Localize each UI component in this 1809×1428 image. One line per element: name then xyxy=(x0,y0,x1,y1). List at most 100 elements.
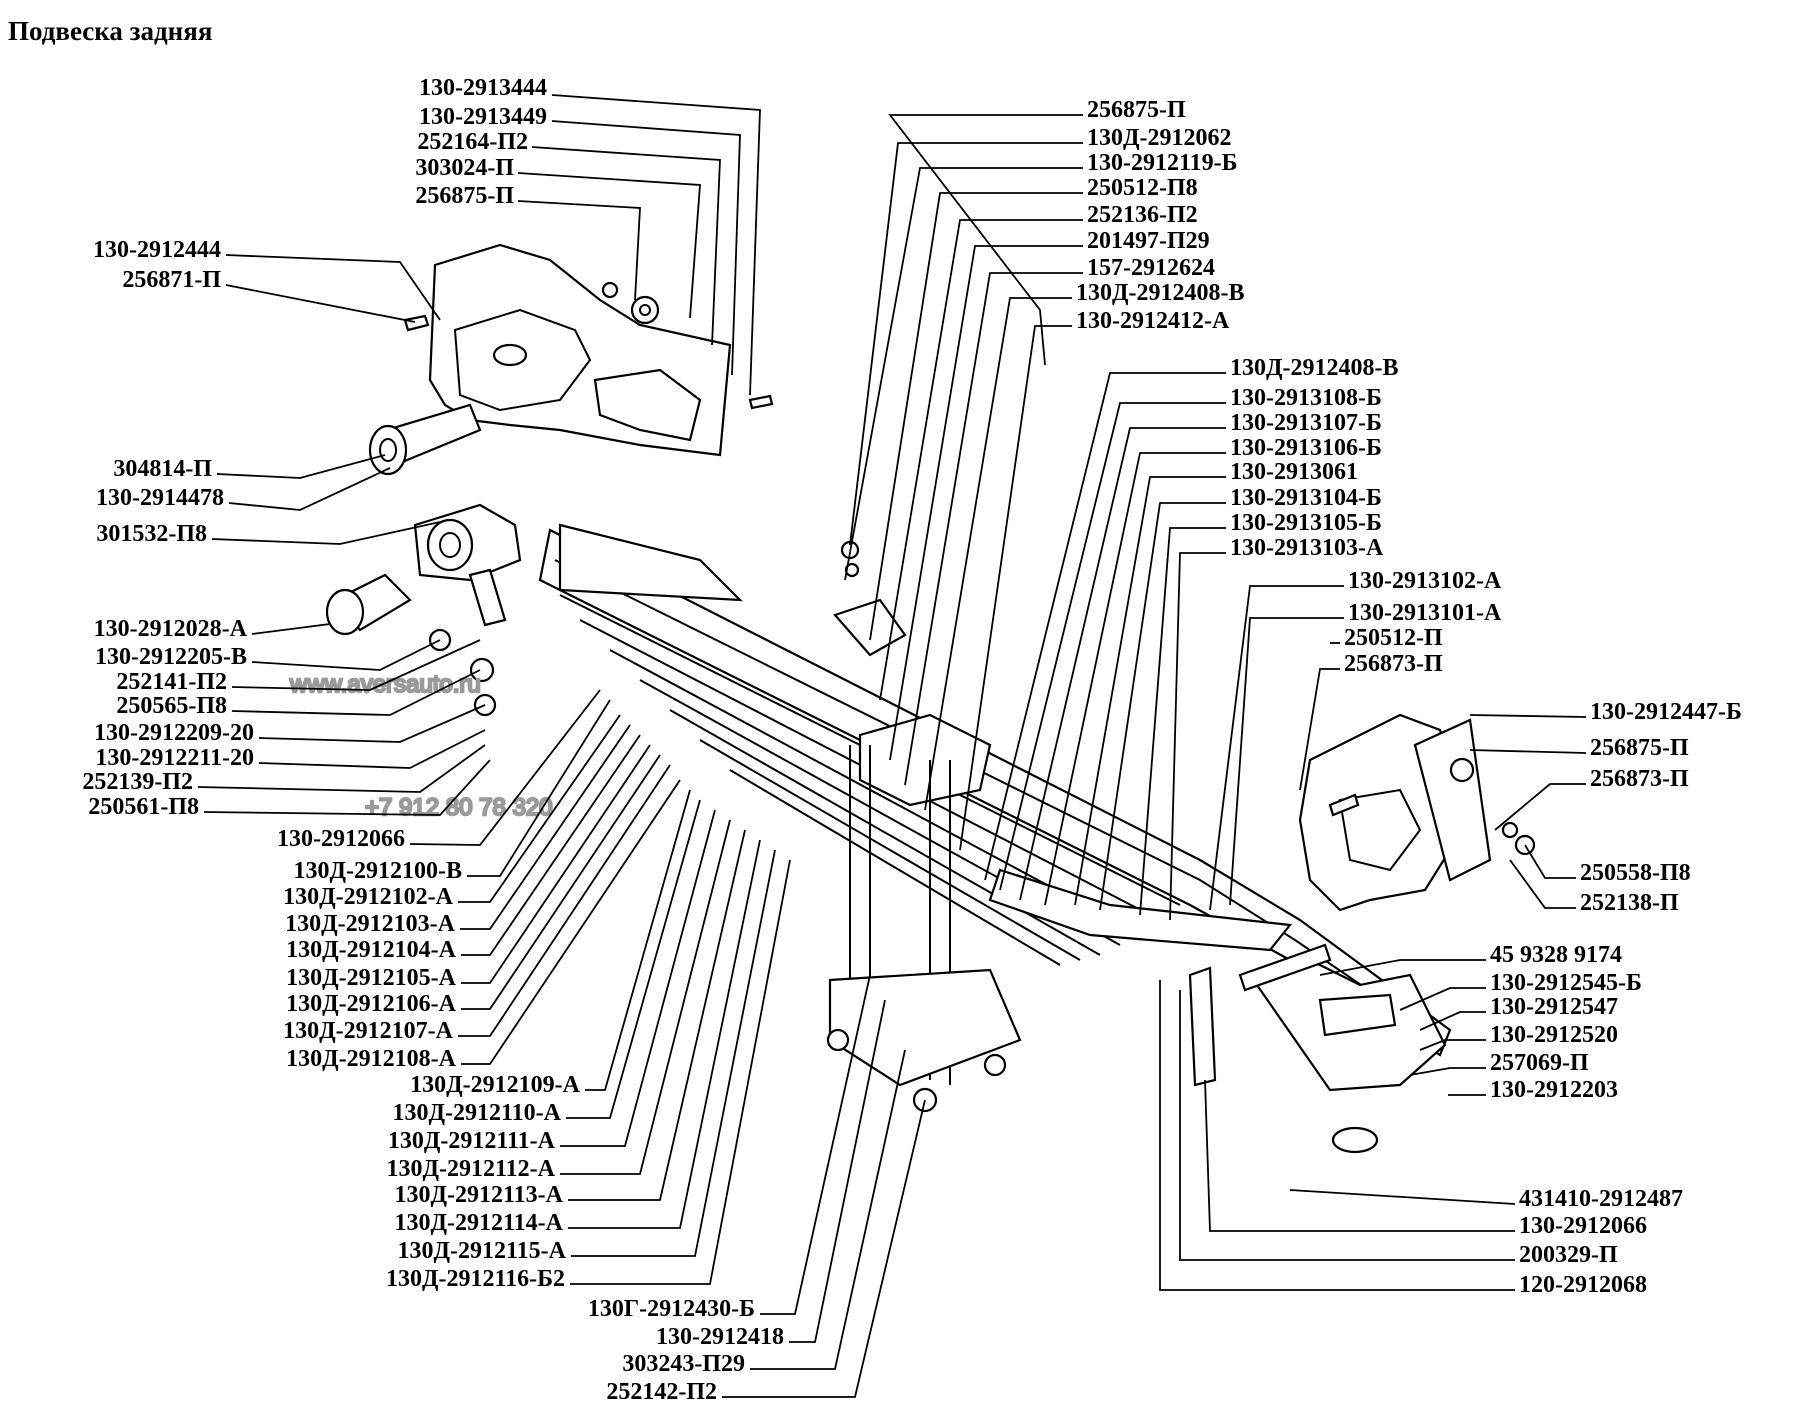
part-label-left: 252139-П2 xyxy=(82,769,193,795)
leader-line-left xyxy=(566,799,701,1119)
leader-line-right xyxy=(1099,502,1226,911)
leader-line-left xyxy=(458,764,671,1037)
part-label-right: 45 9328 9174 xyxy=(1490,942,1622,968)
leader-line-left xyxy=(258,729,486,769)
rear-bracket-drawing xyxy=(1188,713,1536,1154)
part-label-right: 130-2913108-Б xyxy=(1230,385,1382,411)
part-label-right: 130-2913106-Б xyxy=(1230,435,1382,461)
leader-line-right xyxy=(1179,990,1515,1261)
part-label-right: 130-2912447-Б xyxy=(1590,699,1742,725)
leader-line-right xyxy=(849,142,1083,546)
leader-line-right xyxy=(844,167,1083,581)
part-label-right: 157-2912624 xyxy=(1087,255,1215,281)
part-label-left: 304814-П xyxy=(113,456,212,482)
part-label-left: 303024-П xyxy=(415,155,514,181)
leader-line-left xyxy=(409,689,601,846)
leader-line-left xyxy=(197,744,486,793)
part-label-right: 252138-П xyxy=(1580,890,1679,916)
part-label-right: 130-2913105-Б xyxy=(1230,510,1382,536)
part-label-right: 257069-П xyxy=(1490,1050,1589,1076)
leader-line-left xyxy=(760,974,871,1315)
leader-line-left xyxy=(789,999,886,1343)
leader-line-right xyxy=(1299,668,1340,791)
watermark-phone: +7 912 80 78 320 xyxy=(365,794,553,821)
part-label-right: 250512-П8 xyxy=(1087,175,1198,201)
part-label-left: 130Д-2912115-А xyxy=(397,1238,566,1264)
leader-line-right xyxy=(1019,427,1226,901)
part-label-left: 301532-П8 xyxy=(96,521,207,547)
part-label-right: 256873-П xyxy=(1344,651,1443,677)
part-label-left: 130Д-2912108-А xyxy=(286,1046,456,1072)
part-label-right: 250512-П xyxy=(1344,625,1443,651)
part-label-left: 130-2912205-В xyxy=(95,644,247,670)
leader-line-left xyxy=(231,639,481,691)
leader-line-left xyxy=(570,859,791,1285)
part-label-left: 252141-П2 xyxy=(116,669,227,695)
part-label-left: 130Д-2912114-А xyxy=(394,1210,563,1236)
part-label-left: 130Д-2912100-В xyxy=(293,858,462,884)
part-label-right: 130-2913104-Б xyxy=(1230,485,1382,511)
part-label-left: 130-2913449 xyxy=(419,104,547,130)
leader-line-left xyxy=(461,754,661,1010)
leader-line-left xyxy=(458,714,621,903)
leader-line-right xyxy=(1204,1079,1515,1232)
part-label-left: 130Д-2912112-А xyxy=(386,1156,555,1182)
part-label-right: 256873-П xyxy=(1590,766,1689,792)
front-bracket-drawing xyxy=(368,243,774,476)
leader-line-left xyxy=(211,521,441,545)
leader-line-left xyxy=(722,1099,926,1398)
leader-line-right xyxy=(1209,585,1344,911)
part-label-left: 130-2912028-А xyxy=(94,616,248,642)
part-label-right: 130-2912412-А xyxy=(1076,308,1230,334)
leader-line-right xyxy=(1044,452,1226,906)
part-label-left: 130-2912211-20 xyxy=(95,745,254,771)
leader-line-left xyxy=(225,254,441,321)
part-label-right: 250558-П8 xyxy=(1580,860,1691,886)
leader-line-right xyxy=(1289,1189,1516,1205)
leader-line-right xyxy=(1399,987,1486,1011)
leader-line-right xyxy=(888,114,1083,366)
leader-line-left xyxy=(551,120,741,376)
leader-line-right xyxy=(1159,980,1515,1291)
leader-line-left xyxy=(216,454,386,479)
part-label-left: 130Д-2912111-А xyxy=(388,1128,556,1154)
page-title: Подвеска задняя xyxy=(8,16,213,46)
leader-line-left xyxy=(467,699,611,877)
leader-line-right xyxy=(984,372,1226,881)
leader-line-right xyxy=(1509,859,1576,909)
leader-line-left xyxy=(251,623,331,635)
part-label-right: 130-2913103-А xyxy=(1230,535,1384,561)
part-label-left: 250565-П8 xyxy=(116,693,227,719)
u-bolt-drawing xyxy=(826,540,1022,1113)
leader-line-right xyxy=(959,325,1072,851)
part-label-right: 252136-П2 xyxy=(1087,202,1198,228)
part-label-left: 130-2912066 xyxy=(277,826,405,852)
leader-line-left xyxy=(568,829,746,1201)
part-label-left: 130Д-2912109-А xyxy=(410,1072,580,1098)
part-label-right: 130-2913101-А xyxy=(1348,600,1502,626)
leader-line-right xyxy=(1229,617,1344,906)
leader-line-left xyxy=(560,809,716,1147)
leader-line-left xyxy=(461,744,651,984)
leader-line-left xyxy=(568,839,761,1229)
part-label-left: 250561-П8 xyxy=(88,794,199,820)
part-label-right: 130-2912119-Б xyxy=(1087,150,1238,176)
leader-line-right xyxy=(924,297,1072,811)
leader-line-right xyxy=(1524,844,1576,879)
part-label-left: 130Д-2912116-Б2 xyxy=(386,1266,565,1292)
part-label-right: 200329-П xyxy=(1519,1242,1618,1268)
part-label-right: 130Д-2912408-В xyxy=(1230,355,1399,381)
leader-line-left xyxy=(571,849,776,1257)
leader-line-left xyxy=(551,94,761,396)
leader-line-left xyxy=(585,789,691,1091)
leader-line-left xyxy=(531,146,721,346)
part-label-left: 130Д-2912107-А xyxy=(283,1018,453,1044)
part-label-left: 130-2913444 xyxy=(419,75,547,101)
leader-line-right xyxy=(879,219,1083,701)
leader-line-right xyxy=(869,192,1083,641)
leader-line-right xyxy=(889,245,1083,761)
part-label-right: 130-2913061 xyxy=(1230,459,1358,485)
part-label-left: 130-2912418 xyxy=(656,1324,784,1350)
leader-line-right xyxy=(999,402,1226,891)
